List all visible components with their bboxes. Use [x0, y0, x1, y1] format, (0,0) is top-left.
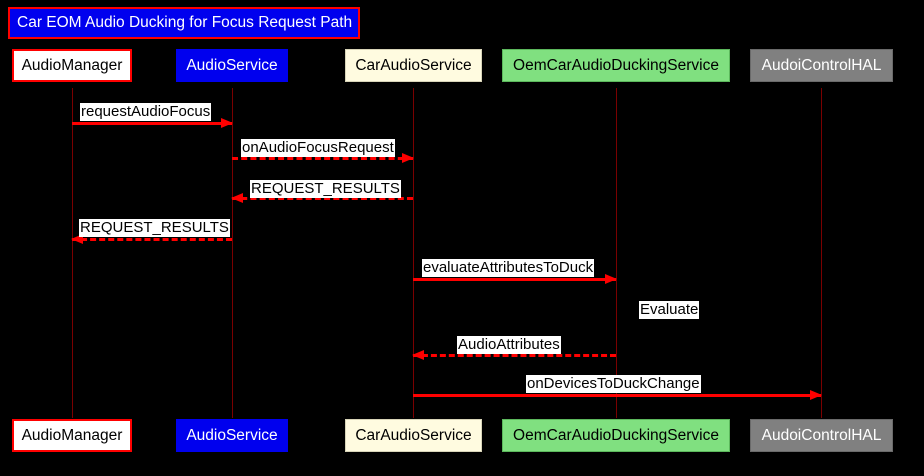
participant-label: AudoiControlHAL — [761, 56, 882, 74]
lifeline-audioservice — [232, 88, 233, 418]
participant-label: OemCarAudioDuckingService — [513, 426, 719, 444]
arrow-line — [232, 157, 413, 160]
arrow-head — [810, 390, 822, 400]
arrow-head — [71, 234, 83, 244]
participant-top-audioservice[interactable]: AudioService — [176, 49, 288, 82]
arrow-line — [72, 122, 232, 125]
message-label-onaudiofocusrequest: onAudioFocusRequest — [241, 139, 395, 157]
participant-label: CarAudioService — [355, 426, 472, 444]
participant-label: AudioManager — [21, 426, 123, 444]
participant-label: AudoiControlHAL — [761, 426, 882, 444]
diagram-title-box: Car EOM Audio Ducking for Focus Request … — [8, 7, 360, 39]
arrow-line — [232, 197, 413, 200]
arrow-head — [221, 118, 233, 128]
message-label-request-results-1: REQUEST_RESULTS — [250, 180, 401, 198]
participant-label: CarAudioService — [355, 56, 472, 74]
participant-bottom-audioservice[interactable]: AudioService — [176, 419, 288, 452]
participant-top-audiomanager[interactable]: AudioManager — [12, 49, 132, 82]
message-label-evaluateattributestoduck: evaluateAttributesToDuck — [422, 259, 595, 277]
note-evaluate: Evaluate — [639, 301, 700, 319]
arrow-head — [605, 274, 617, 284]
participant-label: AudioManager — [21, 56, 123, 74]
arrow-line — [413, 278, 616, 281]
participant-bottom-audoicontrolhal[interactable]: AudoiControlHAL — [750, 419, 893, 452]
arrow-line — [72, 238, 232, 241]
arrow-head — [402, 153, 414, 163]
lifeline-audiomanager — [72, 88, 73, 418]
lifeline-caraudioservice — [413, 88, 414, 418]
participant-bottom-oemcaraudioduckingservice[interactable]: OemCarAudioDuckingService — [502, 419, 730, 452]
arrow-line — [413, 394, 821, 397]
participant-top-audoicontrolhal[interactable]: AudoiControlHAL — [750, 49, 893, 82]
participant-label: AudioService — [186, 56, 278, 74]
message-arrow-onaudiofocusrequest — [232, 153, 414, 163]
message-label-ondevicestoduckchange: onDevicesToDuckChange — [526, 375, 701, 393]
participant-label: AudioService — [186, 426, 278, 444]
message-arrow-request-results-1 — [231, 193, 413, 203]
message-arrow-evaluateattributestoduck — [413, 274, 617, 284]
message-label-audioattributes: AudioAttributes — [457, 336, 561, 354]
participant-bottom-audiomanager[interactable]: AudioManager — [12, 419, 132, 452]
message-arrow-audioattributes — [412, 350, 616, 360]
diagram-title: Car EOM Audio Ducking for Focus Request … — [17, 14, 353, 32]
message-arrow-ondevicestoduckchange — [413, 390, 822, 400]
message-label-request-results-2: REQUEST_RESULTS — [79, 219, 230, 237]
message-arrow-request-results-2 — [71, 234, 232, 244]
participant-label: OemCarAudioDuckingService — [513, 56, 719, 74]
message-label-requestaudiofocus: requestAudioFocus — [80, 103, 212, 121]
participant-top-oemcaraudioduckingservice[interactable]: OemCarAudioDuckingService — [502, 49, 730, 82]
message-arrow-requestaudiofocus — [72, 118, 233, 128]
arrow-head — [231, 193, 243, 203]
arrow-head — [412, 350, 424, 360]
arrow-line — [413, 354, 616, 357]
participant-bottom-caraudioservice[interactable]: CarAudioService — [345, 419, 482, 452]
participant-top-caraudioservice[interactable]: CarAudioService — [345, 49, 482, 82]
lifeline-oemcaraudioduckingservice — [616, 88, 617, 418]
lifeline-audoicontrolhal — [821, 88, 822, 418]
